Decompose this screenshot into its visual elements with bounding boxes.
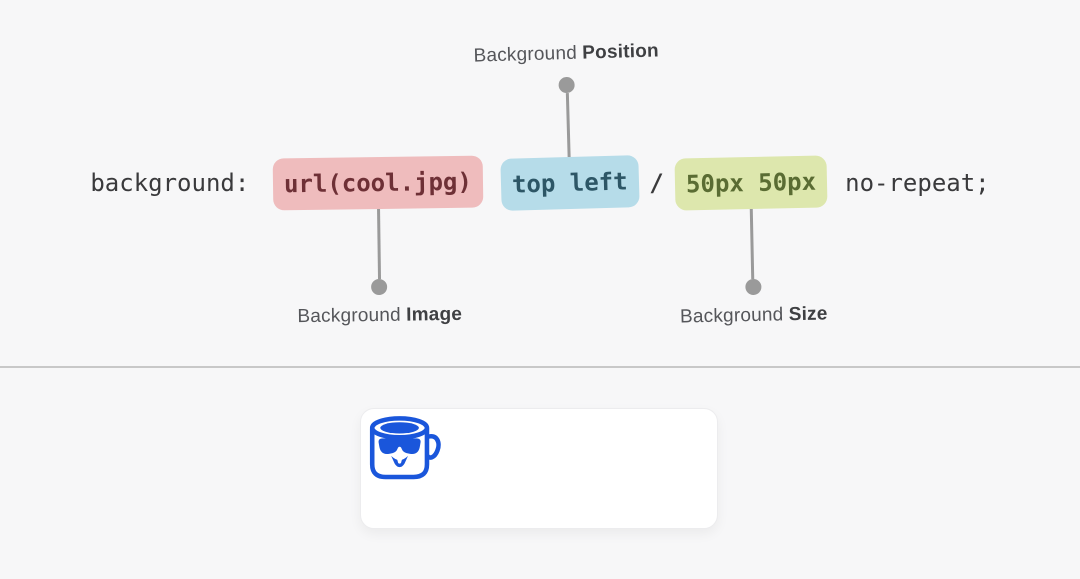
connector-dot [558,76,575,94]
connector-line [376,209,381,280]
callout-background-position-bold: Position [581,40,659,64]
callout-background-size-bold: Size [788,303,828,326]
section-divider [0,366,1080,368]
callout-background-size-regular: Background [679,304,784,328]
connector-line [749,209,755,280]
token-background-position-text: top left [511,167,628,199]
callout-background-position-regular: Background [472,42,577,67]
code-prefix: background: [90,169,264,197]
connector-line [565,92,571,158]
token-background-image-text: url(cool.jpg) [283,167,472,199]
connector-dot [744,279,761,296]
code-suffix: no-repeat; [830,169,990,197]
connector-dot [371,279,388,296]
token-background-size-text: 50px 50px [685,167,816,199]
callout-background-image-bold: Image [405,304,462,327]
preview-card [360,408,718,529]
callout-background-image-regular: Background [297,305,401,328]
code-separator: / [649,169,664,197]
cool-mug-icon [369,416,441,480]
